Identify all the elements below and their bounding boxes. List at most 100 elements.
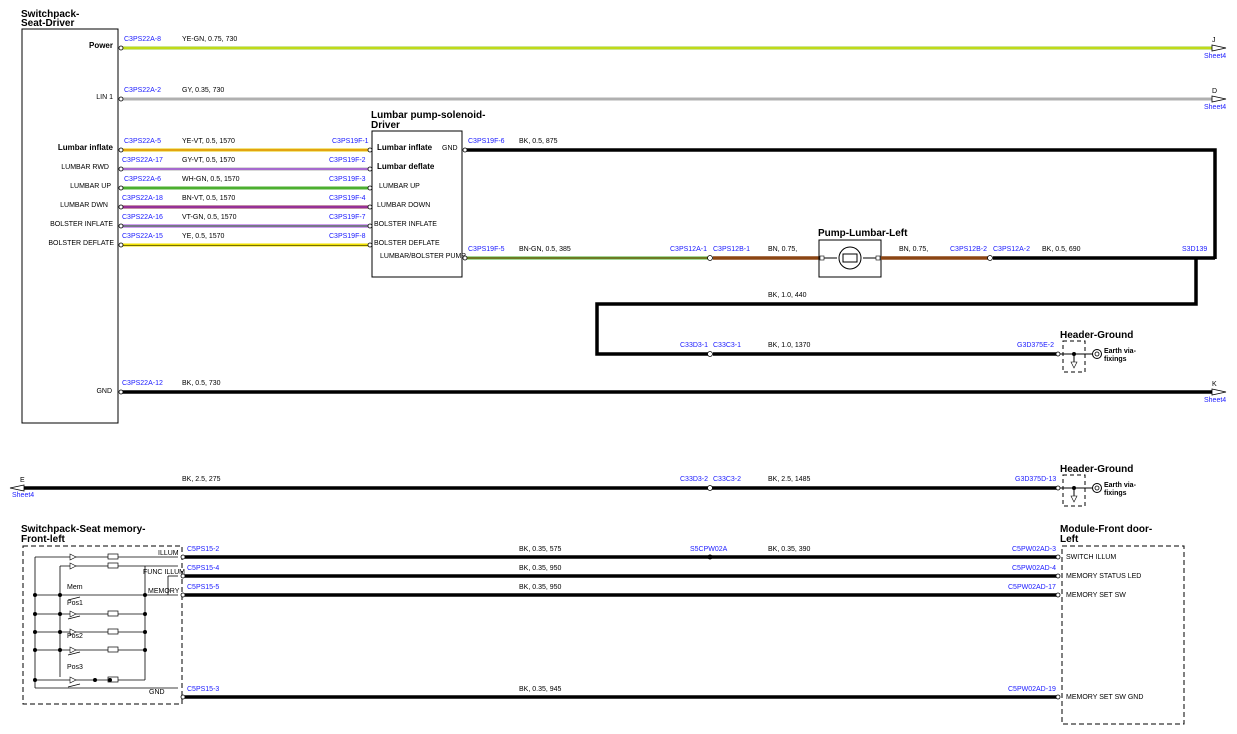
pin-lumbar-inflate-label: Lumbar inflate — [58, 143, 114, 152]
wire-spec: YE-GN, 0.75, 730 — [182, 36, 237, 43]
conn-label: C3PS22A-6 — [124, 176, 161, 183]
wire-pump-gnd — [465, 148, 1217, 259]
pin-dot — [180, 694, 186, 700]
header-ground-1-box — [1062, 340, 1086, 373]
splice-label: S3D139 — [1182, 246, 1207, 253]
pin-dot — [118, 185, 124, 191]
switch-label-pos1: Pos1 — [67, 600, 83, 607]
resistor-icon — [107, 646, 119, 653]
lumbar-pump-title-2: Driver — [371, 120, 400, 131]
earth-icon — [1092, 349, 1102, 359]
pump-pin-label: GND — [442, 145, 458, 152]
led-icon — [69, 628, 77, 636]
conn-label: C3PS22A-12 — [122, 380, 163, 387]
junction-dot — [143, 593, 147, 597]
lumbar-pump-title-1: Lumbar pump-solenoid- — [371, 110, 485, 121]
led-icon — [69, 646, 77, 654]
ground-symbol-icon — [1070, 361, 1078, 369]
junction-dot — [1072, 486, 1076, 490]
conn-label: C3PS22A-18 — [122, 195, 163, 202]
led-icon — [69, 610, 77, 618]
resistor-icon — [107, 562, 119, 569]
junction-dot — [33, 612, 37, 616]
conn-label: C3PS19F-8 — [329, 233, 366, 240]
wire-spec: BK, 0.5, 875 — [519, 138, 558, 145]
inline-connector — [707, 351, 713, 357]
offpage-sheet-link[interactable]: Sheet4 — [1204, 397, 1226, 404]
door-pin-label: MEMORY STATUS LED — [1066, 573, 1141, 580]
junction-dot — [93, 678, 97, 682]
switch-contact-icon — [67, 615, 81, 620]
earth-icon-inner — [1094, 485, 1100, 491]
conn-label: G3D375D-13 — [1015, 476, 1056, 483]
earth-label-2: fixings — [1104, 490, 1127, 497]
conn-label: C33D3-1 — [680, 342, 708, 349]
conn-label: C3PS22A-8 — [124, 36, 161, 43]
module-door-title-1: Module-Front door- — [1060, 524, 1152, 535]
pin-dot — [180, 592, 186, 598]
switch-label-mem: Mem — [67, 584, 83, 591]
conn-label: C3PS22A-2 — [124, 87, 161, 94]
pump-pin-label: LUMBAR UP — [379, 183, 420, 190]
switchpack-driver-box — [21, 28, 119, 424]
led-icon — [69, 562, 77, 570]
wire-spec: BK, 2.5, 1485 — [768, 476, 811, 483]
door-pin-label: MEMORY SET SW GND — [1066, 694, 1143, 701]
mem-pin-label: GND — [149, 689, 165, 696]
pin-gnd-label: GND — [96, 388, 112, 395]
pin-dot — [819, 255, 825, 261]
offpage-sheet-link[interactable]: Sheet4 — [1204, 53, 1226, 60]
pin-lumbar-up-label: LUMBAR UP — [70, 183, 111, 190]
wire-spec: BK, 0.5, 730 — [182, 380, 221, 387]
conn-label: C3PS12B-2 — [950, 246, 987, 253]
memory-switch-buttons: Mem Pos1 Pos2 Pos3 — [67, 584, 83, 688]
pin-lumbar-rwd-label: LUMBAR RWD — [61, 164, 109, 171]
pin-lin1-label: LIN 1 — [96, 94, 113, 101]
conn-label: C33C3-2 — [713, 476, 741, 483]
pin-dot — [1055, 694, 1061, 700]
junction-dot — [58, 593, 62, 597]
wire-spec: GY, 0.35, 730 — [182, 87, 224, 94]
pin-dot — [118, 204, 124, 210]
motor-icon — [838, 246, 862, 270]
junction-dot — [108, 678, 112, 682]
header-ground-2-title: Header-Ground — [1060, 464, 1133, 475]
header-ground-2-box — [1062, 474, 1086, 507]
pump-pin-label: Lumbar inflate — [377, 143, 433, 152]
conn-label: C3PS19F-5 — [468, 246, 505, 253]
module-door-box — [1061, 545, 1185, 725]
junction-dot — [58, 648, 62, 652]
wire-spec: YE, 0.5, 1570 — [182, 233, 225, 240]
offpage-arrow[interactable] — [9, 484, 25, 492]
resistor-icon — [107, 628, 119, 635]
offpage-sheet-link[interactable]: Sheet4 — [1204, 104, 1226, 111]
junction-dot — [33, 593, 37, 597]
pin-dot — [118, 223, 124, 229]
pin-dot — [118, 389, 124, 395]
offpage-letter: K — [1212, 381, 1217, 388]
offpage-letter: J — [1212, 37, 1216, 44]
offpage-arrow[interactable] — [1211, 388, 1227, 396]
inline-connector — [987, 255, 993, 261]
conn-label: C5PS15-3 — [187, 686, 219, 693]
earth-label-2: fixings — [1104, 356, 1127, 363]
offpage-arrow[interactable] — [1211, 44, 1227, 52]
wire-spec: BK, 1.0, 440 — [768, 292, 807, 299]
wire-spec: BK, 0.35, 575 — [519, 546, 562, 553]
offpage-arrow[interactable] — [1211, 95, 1227, 103]
conn-label: C3PS22A-5 — [124, 138, 161, 145]
module-door-title-2: Left — [1060, 534, 1079, 545]
header-ground-1-title: Header-Ground — [1060, 330, 1133, 341]
wire-group-lumbar — [121, 148, 370, 247]
offpage-sheet-link[interactable]: Sheet4 — [12, 492, 34, 499]
junction-dot — [33, 648, 37, 652]
wire-spec: BN-GN, 0.5, 385 — [519, 246, 571, 253]
pump-pin-label: Lumbar deflate — [377, 162, 435, 171]
wire-spec: BN, 0.75, — [899, 246, 928, 253]
resistor-icon — [107, 676, 119, 683]
pin-dot — [462, 255, 468, 261]
pump-pin-label: BOLSTER INFLATE — [374, 221, 437, 228]
door-pin-label: MEMORY SET SW — [1066, 592, 1126, 599]
